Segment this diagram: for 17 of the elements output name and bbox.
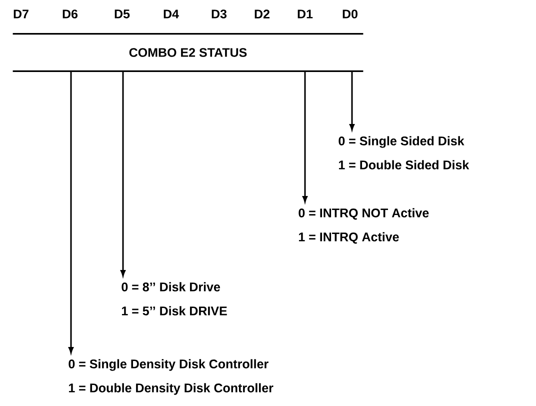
arrow [349, 71, 355, 130]
value-description: 0 = Single Density Disk Controller 1 = Double Density Disk Controller [68, 359, 274, 395]
bit-label: D6 [62, 10, 78, 18]
value-description: 0 = Single Sided Disk 1 = Double Sided Disk [338, 136, 470, 170]
value-description: 0 = INTRQ NOT Active 1 = INTRQ Active [298, 208, 429, 244]
arrow [302, 71, 308, 202]
bit-label: D7 [14, 10, 28, 18]
bit-label: D5 [114, 10, 130, 18]
bit-label: D0 [342, 10, 358, 18]
bit-label: D4 [164, 10, 179, 18]
bit-label: D3 [212, 10, 227, 18]
value-description: 0 = 8’’ Disk Drive 1 = 5’’ Disk DRIVE [122, 282, 227, 316]
bit-label: D1 [298, 10, 313, 18]
register-band: COMBO E2 STATUS [12, 33, 364, 72]
bit-label: D2 [254, 10, 270, 18]
arrow [120, 71, 126, 276]
arrow [68, 71, 74, 354]
